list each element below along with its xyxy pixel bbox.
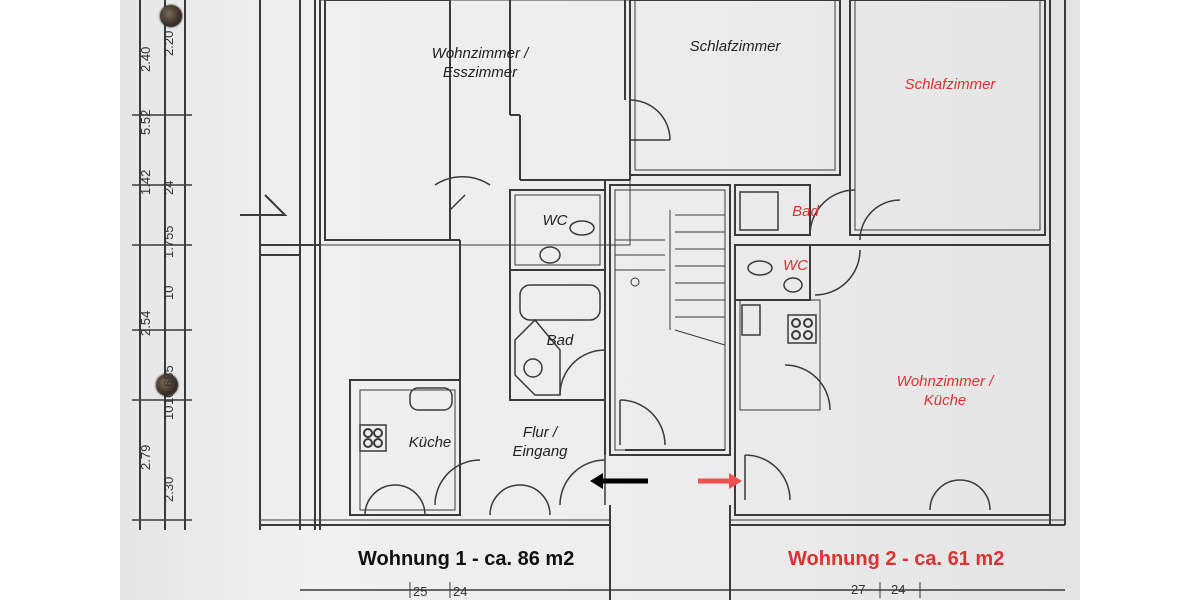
dimension-label: 25 — [413, 584, 428, 599]
dimension-label: 10 — [161, 285, 176, 300]
punch-hole-top — [160, 5, 182, 27]
floor-plan-drawing — [132, 0, 1066, 600]
room-label-bad: Bad — [546, 332, 574, 349]
room-label-wohnzimmer: Wohnzimmer / Esszimmer — [431, 45, 529, 81]
room-label-schlafzimmer-2: Schlafzimmer — [904, 76, 996, 93]
room-label-bad-2: Bad — [792, 203, 819, 220]
dimension-label: 10 — [161, 405, 176, 420]
dimension-label: 27 — [851, 582, 866, 597]
room-label-flur: Flur / Eingang — [512, 424, 568, 460]
floor-plan-sheet: 2.40 5.52 1.42 2.54 2.79 2.30 2.20 1.755… — [120, 0, 1080, 600]
apartment-2-caption: Wohnung 2 - ca. 61 m2 — [788, 548, 1005, 570]
entrance-arrow-left — [590, 473, 648, 489]
dimension-label: 2.40 — [138, 46, 153, 72]
dimension-label: 2.79 — [138, 444, 153, 470]
room-label-kueche: Küche — [408, 434, 452, 451]
dimension-label: 5.52 — [138, 109, 153, 135]
dimension-label: 24 — [453, 584, 468, 599]
dimension-label: 1.755 — [161, 225, 176, 258]
punch-hole-bottom — [156, 374, 178, 396]
dimension-label: 24 — [161, 180, 176, 195]
dimension-label: 2.30 — [161, 476, 176, 502]
dimension-label: 2.54 — [138, 310, 153, 336]
room-label-wc: WC — [542, 212, 568, 229]
apartment-1-caption: Wohnung 1 - ca. 86 m2 — [358, 548, 575, 570]
dimension-label: 10.685 — [161, 365, 176, 405]
room-label-schlafzimmer: Schlafzimmer — [689, 38, 781, 55]
dimension-label: 24 — [891, 582, 906, 597]
entrance-arrow-right — [698, 473, 742, 489]
room-label-wc-2: WC — [783, 257, 808, 274]
dimension-label: 1.42 — [138, 169, 153, 195]
dimension-label: 2.20 — [161, 30, 176, 56]
room-label-wohnzimmer-kueche: Wohnzimmer / Küche — [896, 373, 994, 409]
